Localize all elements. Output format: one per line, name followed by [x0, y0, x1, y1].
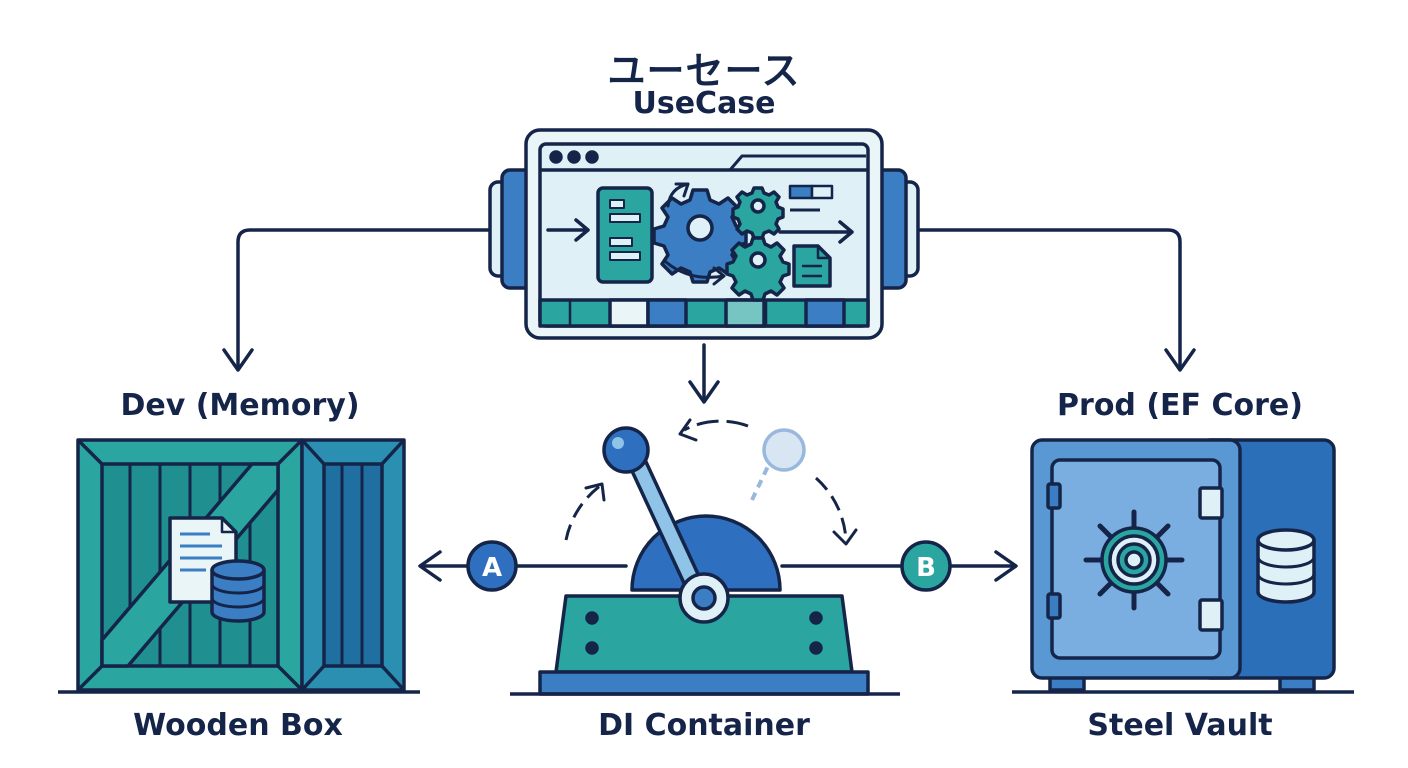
wooden-box-icon: [76, 438, 406, 692]
usecase-machine-icon: [488, 128, 920, 340]
wooden-box-caption: Wooden Box: [133, 708, 343, 743]
switch-line-b: [780, 550, 1018, 582]
prod-efcore-label: Prod (EF Core): [1057, 388, 1303, 423]
badge-b-text: B: [916, 553, 936, 583]
connector-usecase-to-di: [688, 343, 720, 404]
usecase-title-jp: ユーセース: [607, 49, 801, 93]
badge-b: B: [900, 540, 952, 592]
steel-vault-caption: Steel Vault: [1087, 708, 1273, 743]
badge-a-text: A: [482, 553, 502, 583]
connector-usecase-to-dev: [222, 228, 492, 372]
dev-memory-label: Dev (Memory): [120, 388, 360, 423]
switch-line-a: [418, 550, 628, 582]
badge-a: A: [466, 540, 518, 592]
usecase-title-en: UseCase: [632, 86, 776, 121]
di-container-caption: DI Container: [598, 708, 810, 743]
di-lever-icon: [538, 418, 870, 696]
connector-usecase-to-prod: [916, 228, 1196, 372]
steel-vault-icon: [1030, 438, 1336, 692]
